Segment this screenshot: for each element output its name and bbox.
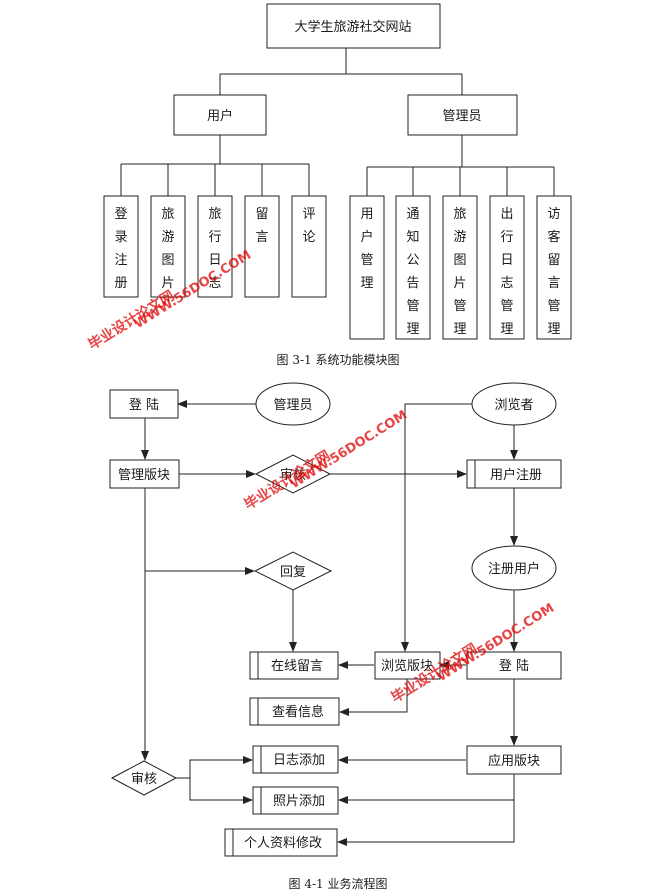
admin-module-label: 出行日志管理 — [500, 207, 513, 337]
user-module-label: 旅行日志 — [208, 207, 221, 291]
node-profile-edit: 个人资料修改 — [224, 828, 338, 857]
business-flow-diagram: 管理员 登 陆 管理版块 审核 浏览者 用户注册 注册用户 回复 — [109, 382, 562, 891]
photo-add-label: 照片添加 — [273, 794, 325, 809]
node-user: 用户 — [173, 94, 267, 136]
user-module-1: 登录注册 — [103, 195, 139, 298]
audit-top-label: 审核 — [280, 468, 306, 483]
node-admin-panel: 管理版块 — [109, 459, 180, 489]
user-label: 用户 — [207, 108, 233, 124]
profile-edit-label: 个人资料修改 — [244, 836, 322, 851]
node-visitor-ellipse: 浏览者 — [471, 382, 557, 426]
user-register-label: 用户注册 — [490, 467, 542, 483]
view-info-label: 查看信息 — [272, 704, 324, 720]
node-app-panel: 应用版块 — [466, 745, 562, 775]
reply-label: 回复 — [280, 565, 306, 580]
admin-module-5: 访客留言管理 — [536, 195, 572, 340]
flow-admin-label: 管理员 — [273, 398, 312, 413]
log-add-label: 日志添加 — [273, 753, 325, 768]
admin-module-1: 用户管理 — [349, 195, 385, 340]
admin-modules: 用户管理 通知公告管理 旅游图片管理 出行日志管理 访客留言管理 — [349, 195, 572, 340]
node-audit-bottom: 审核 — [110, 760, 178, 796]
audit-bottom-label: 审核 — [131, 772, 157, 787]
module-tree-lines — [120, 48, 555, 196]
admin-module-label: 通知公告管理 — [406, 207, 419, 337]
admin-module-2: 通知公告管理 — [395, 195, 431, 340]
node-reply: 回复 — [253, 551, 333, 591]
caption-fig-4-1: 图 4-1 业务流程图 — [289, 876, 388, 891]
login-right-label: 登 陆 — [499, 658, 529, 674]
root-label: 大学生旅游社交网站 — [294, 19, 411, 35]
admin-panel-label: 管理版块 — [118, 468, 170, 483]
user-module-3: 旅行日志 — [197, 195, 233, 298]
user-module-5: 评论 — [291, 195, 327, 298]
node-browse-panel: 浏览版块 — [374, 651, 441, 680]
node-audit-top: 审核 — [254, 454, 332, 494]
user-module-2: 旅游图片 — [150, 195, 186, 298]
node-view-info: 查看信息 — [249, 697, 340, 726]
online-message-label: 在线留言 — [271, 659, 323, 674]
admin-module-label: 旅游图片管理 — [453, 207, 466, 337]
admin-module-label: 访客留言管理 — [547, 207, 560, 337]
app-panel-label: 应用版块 — [488, 753, 540, 769]
node-root: 大学生旅游社交网站 — [266, 3, 441, 49]
node-login-right: 登 陆 — [466, 651, 562, 680]
user-module-4: 留言 — [244, 195, 280, 298]
node-login-left: 登 陆 — [109, 389, 179, 419]
user-module-label: 登录注册 — [114, 207, 127, 291]
user-module-label: 旅游图片 — [161, 207, 174, 291]
node-photo-add: 照片添加 — [252, 786, 339, 815]
node-registered-user-ellipse: 注册用户 — [471, 545, 557, 591]
watermark-1-url: WWW.56DOC.COM — [132, 248, 254, 332]
admin-module-4: 出行日志管理 — [489, 195, 525, 340]
node-user-register: 用户注册 — [466, 459, 562, 489]
watermark-2-cn: 毕业设计论文网 — [241, 447, 333, 513]
caption-fig-3-1: 图 3-1 系统功能模块图 — [277, 353, 400, 367]
admin-module-label: 用户管理 — [360, 207, 373, 291]
login-left-label: 登 陆 — [129, 397, 159, 413]
node-admin-ellipse: 管理员 — [255, 382, 331, 426]
admin-label: 管理员 — [442, 109, 481, 124]
browse-panel-label: 浏览版块 — [381, 658, 433, 674]
node-online-message: 在线留言 — [249, 651, 339, 680]
node-log-add: 日志添加 — [252, 745, 339, 774]
visitor-label: 浏览者 — [494, 397, 533, 413]
admin-module-3: 旅游图片管理 — [442, 195, 478, 340]
registered-user-label: 注册用户 — [488, 561, 540, 577]
flow-edges — [141, 400, 518, 846]
user-module-label: 评论 — [302, 207, 315, 245]
node-admin: 管理员 — [407, 94, 518, 136]
user-module-label: 留言 — [255, 207, 268, 245]
